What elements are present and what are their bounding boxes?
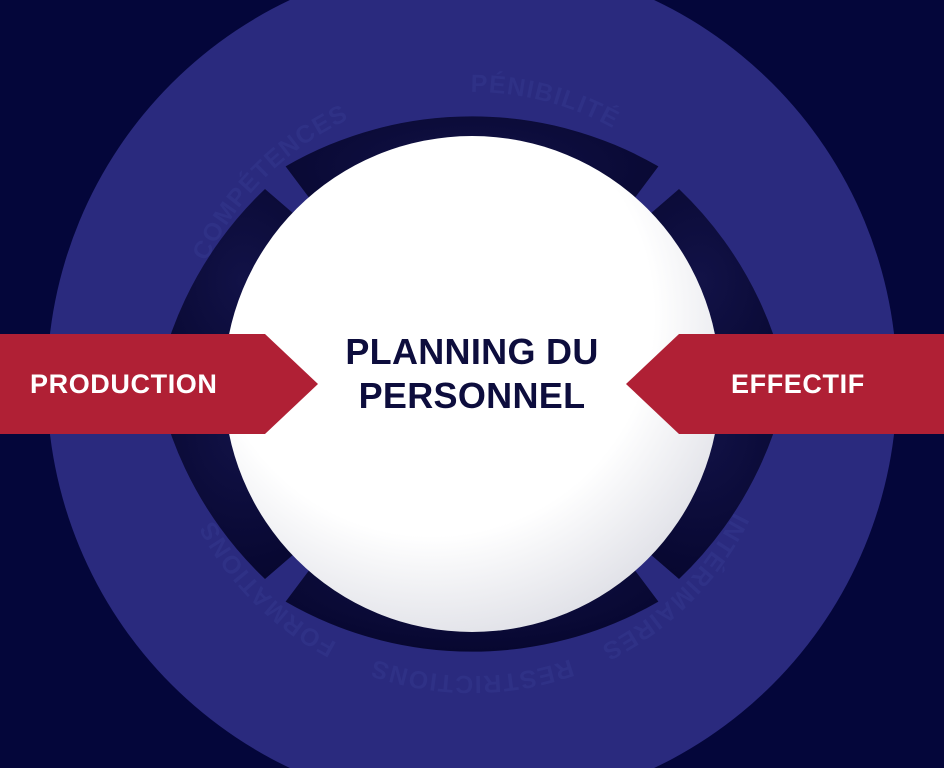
input-arrow-effectif[interactable]: EFFECTIF (626, 334, 944, 434)
input-arrow-production-label: PRODUCTION (30, 368, 218, 399)
input-arrow-effectif-label: EFFECTIF (731, 368, 865, 399)
center-disc (224, 136, 720, 632)
input-arrow-production[interactable]: PRODUCTION (0, 334, 318, 434)
